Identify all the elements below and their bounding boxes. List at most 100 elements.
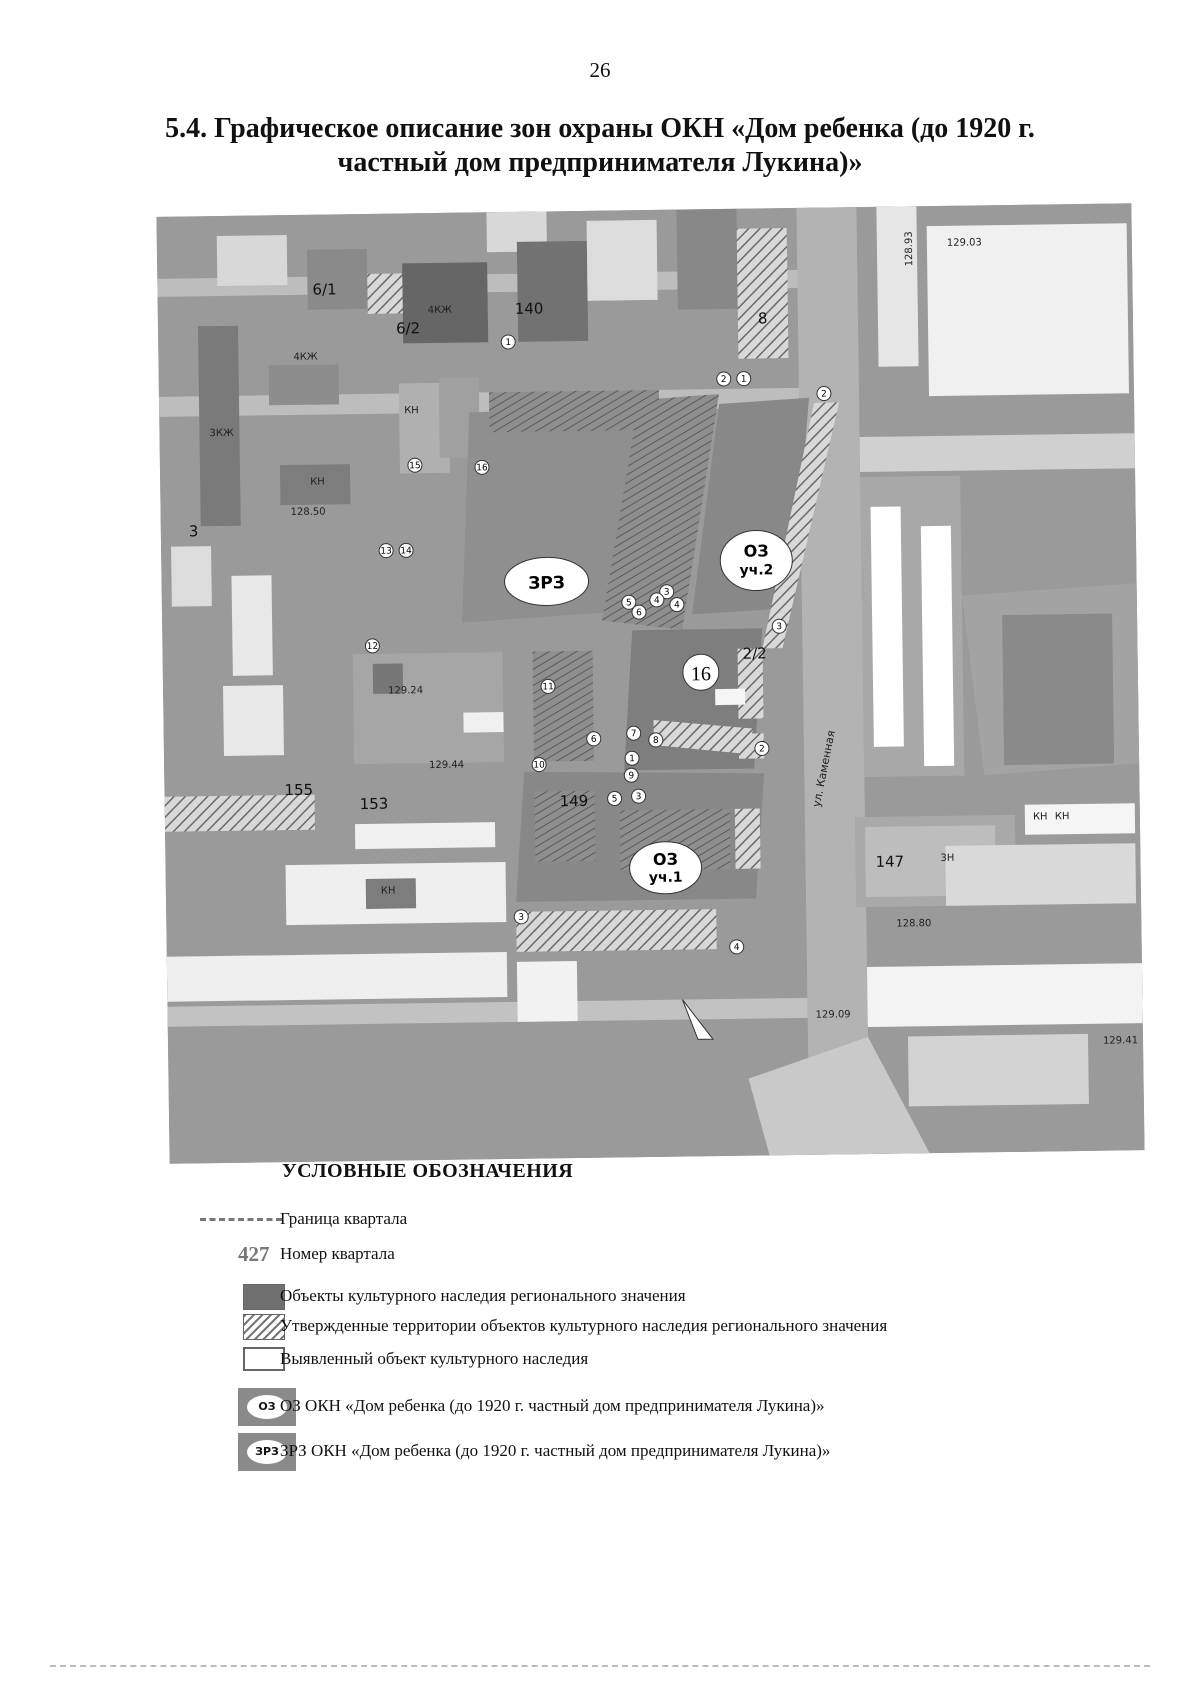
elevation-label: 129.03: [947, 237, 982, 248]
solid-fill-icon: [243, 1284, 285, 1310]
boundary-point-label: 12: [367, 642, 379, 652]
north-arrow-icon: [681, 999, 714, 1040]
boundary-point-label: 1: [629, 754, 635, 764]
boundary-point-label: 2: [821, 390, 827, 400]
building-label: КН: [381, 886, 396, 897]
legend-text: ОЗ ОКН «Дом ребенка (до 1920 г. частный …: [280, 1396, 825, 1415]
oz1-label-top: ОЗ: [653, 850, 678, 869]
legend-text: Граница квартала: [280, 1209, 408, 1228]
legend-row-zrz: ЗРЗ ЗРЗ ОКН «Дом ребенка (до 1920 г. час…: [160, 1433, 1060, 1471]
map: ЗРЗ ОЗ уч.2 ОЗ уч.1 16 6/1 6/2 140 3 153…: [156, 203, 1145, 1164]
boundary-point-marker: [729, 939, 745, 955]
boundary-point-marker: [624, 750, 640, 766]
legend-row-quarter-number: 427 Номер квартала: [160, 1240, 1060, 1270]
boundary-point-label: 16: [476, 463, 488, 473]
quarter-147: 147: [875, 852, 904, 870]
elevation-label: 128.93: [904, 231, 915, 266]
boundary-point-marker: [816, 386, 832, 402]
boundary-point-marker: [513, 909, 529, 925]
title-line-1: 5.4. Графическое описание зон охраны ОКН…: [165, 113, 1035, 144]
building-label: 4КЖ: [428, 305, 453, 316]
boundary-point-marker: [648, 732, 664, 748]
boundary-point-label: 9: [628, 771, 634, 781]
legend-text: ЗРЗ ОКН «Дом ребенка (до 1920 г. частный…: [280, 1441, 831, 1460]
object-16-label: 16: [691, 663, 711, 685]
boundary-point-marker: [736, 371, 752, 387]
boundary-point-label: 3: [518, 913, 524, 923]
boundary-point-marker: [540, 678, 556, 694]
oz1-label-bottom: уч.1: [649, 870, 683, 886]
boundary-point-label: 4: [654, 596, 660, 606]
quarter-153: 153: [360, 795, 389, 813]
elevation-label: 128.50: [291, 507, 326, 518]
page-title: 5.4. Графическое описание зон охраны ОКН…: [150, 112, 1050, 180]
boundary-point-label: 1: [741, 375, 747, 385]
boundary-point-marker: [398, 542, 414, 558]
boundary-point-label: 5: [612, 794, 618, 804]
boundary-point-marker: [586, 731, 602, 747]
building-label: КН: [404, 405, 419, 416]
zrz-symbol-text: ЗРЗ: [247, 1440, 287, 1464]
boundary-point-marker: [364, 638, 380, 654]
quarter-8: 8: [758, 309, 768, 327]
boundary-point-marker: [474, 459, 490, 475]
boundary-point-label: 11: [542, 682, 554, 692]
elevation-label: 129.44: [429, 760, 464, 771]
boundary-point-label: 15: [409, 461, 421, 471]
elevation-label: 129.41: [1103, 1035, 1138, 1046]
boundary-point-label: 2: [759, 744, 765, 754]
boundary-point-marker: [623, 767, 639, 783]
oz2-label-bottom: уч.2: [739, 562, 773, 578]
quarter-155: 155: [284, 781, 313, 799]
boundary-point-label: 1: [505, 338, 511, 348]
boundary-point-label: 14: [400, 546, 412, 556]
boundary-point-label: 3: [636, 792, 642, 802]
boundary-point-marker: [649, 592, 665, 608]
quarter-149: 149: [560, 792, 589, 810]
map-svg: ЗРЗ ОЗ уч.2 ОЗ уч.1 16 6/1 6/2 140 3 153…: [156, 203, 1145, 1164]
boundary-point-label: 2: [721, 375, 727, 385]
dashed-line-icon: [200, 1218, 282, 1221]
boundary-point-label: 4: [674, 601, 680, 611]
boundary-point-marker: [378, 543, 394, 559]
legend-row-regional-heritage: Объекты культурного наследия регионально…: [160, 1282, 1060, 1312]
boundary-point-marker: [407, 457, 423, 473]
quarter-140: 140: [515, 299, 544, 317]
boundary-point-label: 13: [380, 547, 392, 557]
legend-row-approved-territories: Утвержденные территории объектов культур…: [160, 1312, 1060, 1342]
building-label: 3Н: [940, 853, 954, 864]
boundary-point-label: 7: [631, 729, 637, 739]
boundary-point-marker: [631, 604, 647, 620]
building-label: КН: [310, 477, 325, 488]
boundary-point-label: 3: [776, 622, 782, 632]
page-number: 26: [589, 58, 611, 82]
quarter-2-2: 2/2: [742, 644, 766, 662]
quarter-3: 3: [189, 522, 199, 540]
elevation-label: 129.09: [816, 1009, 851, 1020]
building-label: КН: [1033, 811, 1048, 822]
title-line-2: частный дом предпринимателя Лукина)»: [337, 147, 863, 178]
empty-box-icon: [243, 1347, 285, 1371]
legend-row-quarter-boundary: Граница квартала: [160, 1205, 1060, 1235]
legend-text: Номер квартала: [280, 1244, 395, 1263]
boundary-point-label: 8: [653, 736, 659, 746]
boundary-point-marker: [621, 594, 637, 610]
boundary-point-marker: [607, 791, 623, 807]
boundary-point-marker: [669, 597, 685, 613]
quarter-number-sample: 427: [238, 1242, 270, 1266]
building-label: 3КЖ: [209, 428, 234, 439]
boundary-point-label: 5: [626, 598, 632, 608]
boundary-point-marker: [754, 740, 770, 756]
boundary-point-label: 4: [734, 943, 740, 953]
boundary-point-marker: [626, 725, 642, 741]
oz2-label-top: ОЗ: [744, 541, 769, 560]
oz-symbol-text: ОЗ: [247, 1395, 287, 1419]
legend-row-identified-object: Выявленный объект культурного наследия: [160, 1345, 1060, 1375]
building-label: КН: [1055, 811, 1070, 822]
boundary-point-marker: [659, 584, 675, 600]
legend-title: УСЛОВНЫЕ ОБОЗНАЧЕНИЯ: [282, 1160, 574, 1182]
boundary-point-label: 6: [636, 608, 642, 618]
legend-text: Утвержденные территории объектов культур…: [280, 1316, 888, 1335]
boundary-point-label: 3: [664, 588, 670, 598]
